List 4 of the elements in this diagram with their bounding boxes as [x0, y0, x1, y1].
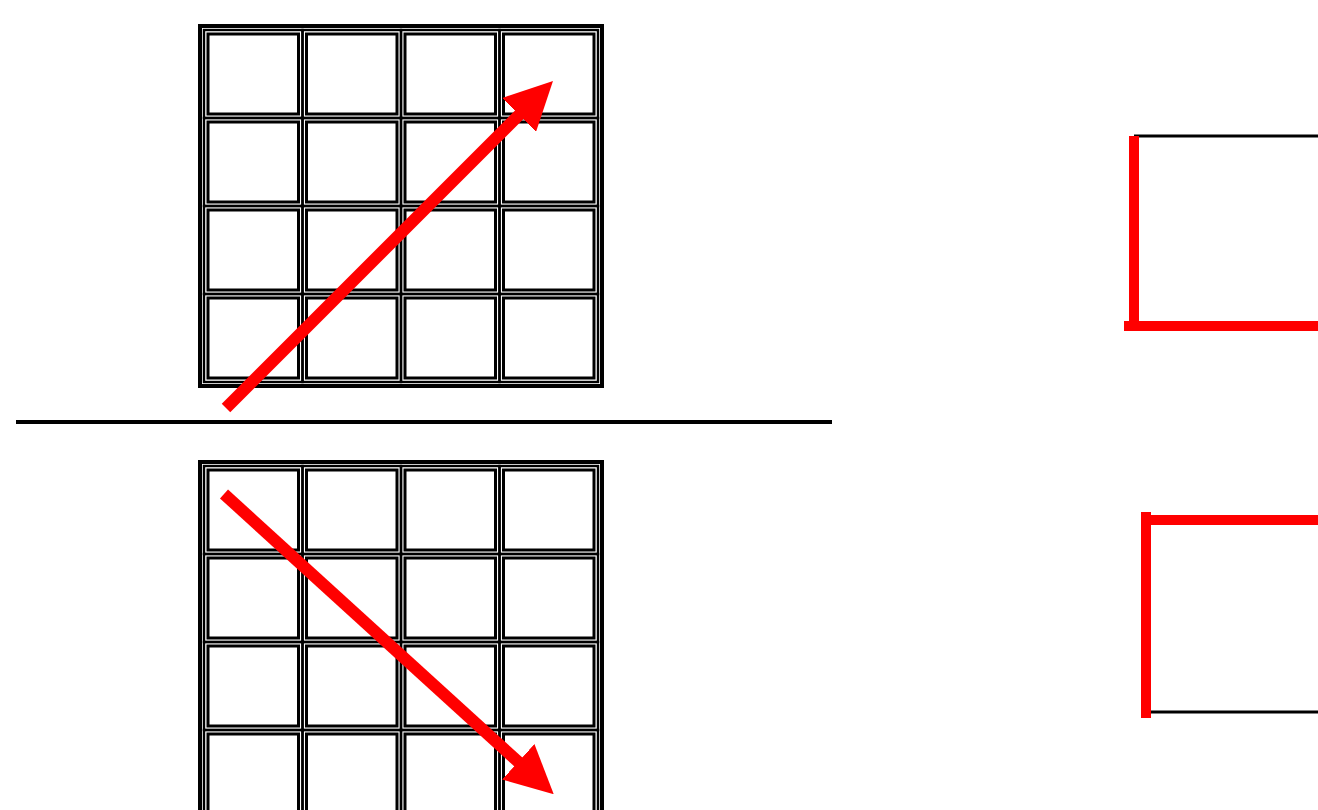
grid-drawing — [198, 24, 604, 388]
corner-bracket — [1140, 512, 1318, 718]
grid-drawing — [198, 460, 604, 810]
corner-bracket — [1124, 132, 1318, 332]
